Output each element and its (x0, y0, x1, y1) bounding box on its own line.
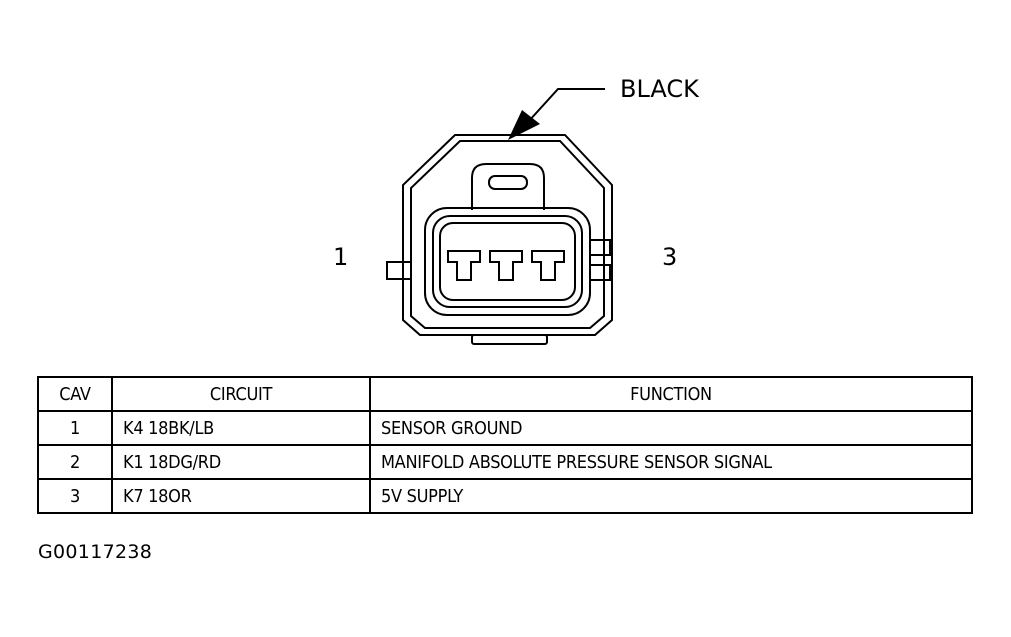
cell-circuit: K1 18DG/RD (111, 444, 371, 480)
terminal-cavity (424, 207, 591, 316)
cell-cav: 1 (37, 410, 113, 446)
pin-3-label: 3 (662, 243, 677, 271)
cell-cav: 2 (37, 444, 113, 480)
connector-diagram: BLACK 1 3 (333, 75, 700, 345)
table-row: 2 K1 18DG/RD MANIFOLD ABSOLUTE PRESSURE … (37, 444, 973, 480)
terminal-2 (489, 250, 523, 281)
leader-arrowhead (508, 110, 540, 140)
table-header-row: CAV CIRCUIT FUNCTION (37, 376, 973, 412)
header-cav: CAV (37, 376, 113, 412)
cell-cav: 3 (37, 478, 113, 514)
pin-1-label: 1 (333, 243, 348, 271)
pinout-table: CAV CIRCUIT FUNCTION 1 K4 18BK/LB SENSOR… (37, 376, 973, 514)
terminal-1 (447, 250, 481, 281)
terminal-3 (531, 250, 565, 281)
cell-function: MANIFOLD ABSOLUTE PRESSURE SENSOR SIGNAL (369, 444, 973, 480)
cell-function: SENSOR GROUND (369, 410, 973, 446)
lock-tab (471, 163, 545, 210)
connector-color-label: BLACK (620, 75, 700, 103)
table-row: 3 K7 18OR 5V SUPPLY (37, 478, 973, 514)
terminals (447, 250, 565, 281)
figure-id: G00117238 (38, 541, 153, 563)
header-circuit: CIRCUIT (111, 376, 371, 412)
cell-circuit: K7 18OR (111, 478, 371, 514)
cell-circuit: K4 18BK/LB (111, 410, 371, 446)
header-function: FUNCTION (369, 376, 973, 412)
color-leader (508, 88, 605, 140)
cell-function: 5V SUPPLY (369, 478, 973, 514)
table-row: 1 K4 18BK/LB SENSOR GROUND (37, 410, 973, 446)
